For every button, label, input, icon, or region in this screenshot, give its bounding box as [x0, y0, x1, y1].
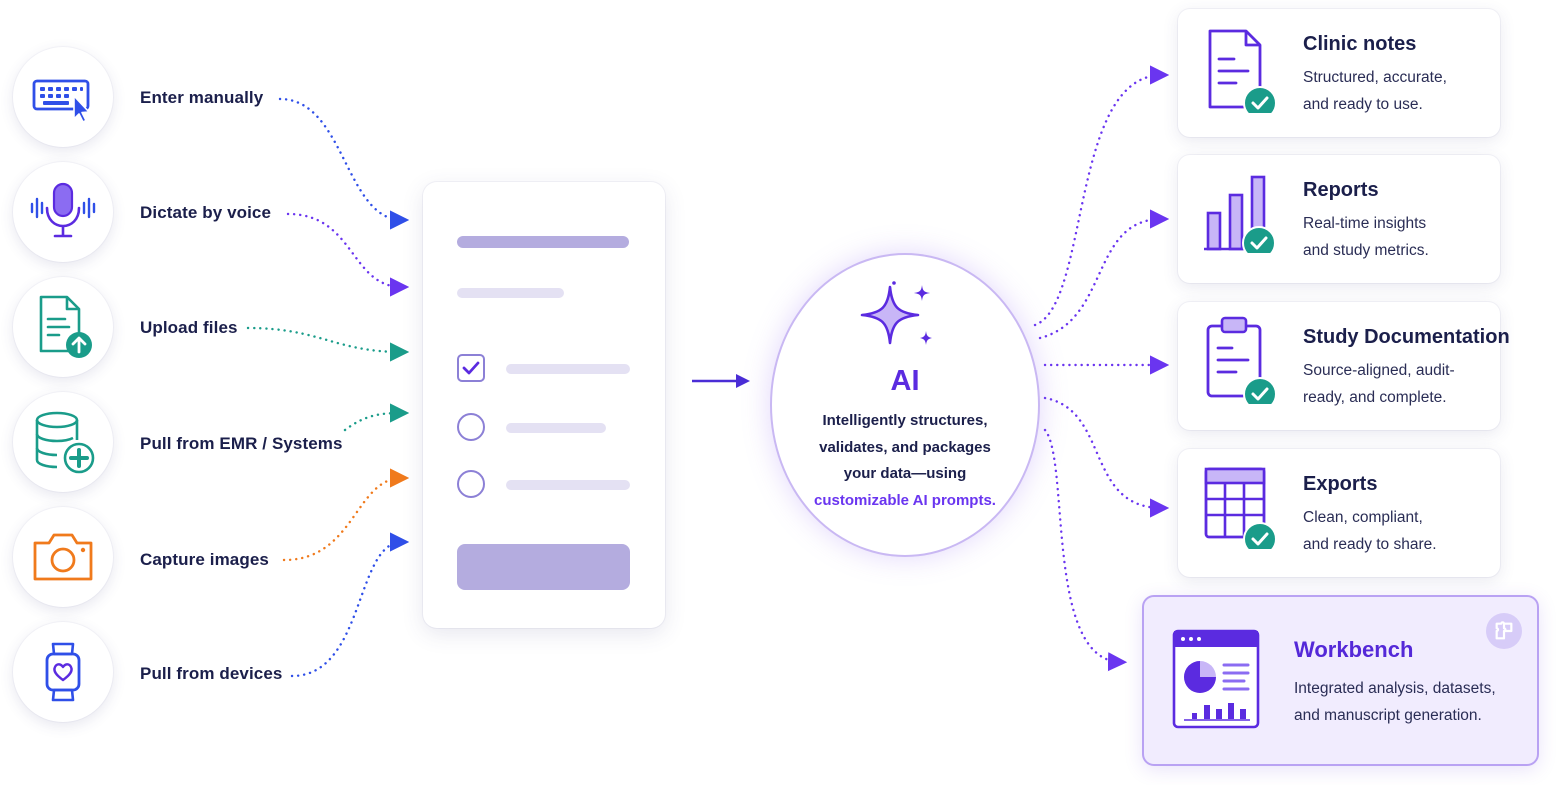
clipboard-check-icon	[1206, 316, 1277, 404]
output-exports: Exports Clean, compliant, and ready to s…	[1178, 449, 1500, 577]
output-clinic-notes: Clinic notes Structured, accurate, and r…	[1178, 9, 1500, 137]
form-option-bar-1	[506, 364, 630, 374]
input-capture-images	[13, 507, 113, 607]
input-label-pull-emr: Pull from EMR / Systems	[140, 434, 343, 453]
output-workbench: Workbench Integrated analysis, datasets,…	[1142, 595, 1539, 766]
ai-description-highlight: customizable AI prompts.	[814, 491, 996, 509]
output-reports: Reports Real-time insights and study met…	[1178, 155, 1500, 283]
input-pull-emr	[13, 392, 113, 492]
smartwatch-heart-icon	[45, 642, 81, 702]
input-enter-manually	[13, 47, 113, 147]
database-plus-icon	[35, 411, 95, 474]
input-label-pull-devices: Pull from devices	[140, 664, 283, 683]
input-label-upload-files: Upload files	[140, 318, 238, 337]
input-label-capture-images: Capture images	[140, 550, 269, 569]
connector-devices	[290, 532, 410, 678]
connector-reports	[1038, 209, 1170, 340]
output-description: Structured, accurate, and ready to use.	[1303, 69, 1447, 113]
connector-emr	[343, 403, 410, 432]
camera-icon	[33, 533, 93, 581]
output-title: Clinic notes	[1303, 33, 1417, 55]
form-submit-bar	[457, 544, 630, 590]
input-label-enter-manually: Enter manually	[140, 88, 264, 107]
input-pull-devices	[13, 622, 113, 722]
connector-enter-manually	[278, 97, 410, 230]
workbench-description: Integrated analysis, datasets, and manus…	[1294, 680, 1496, 724]
microphone-icon	[30, 182, 96, 238]
output-title: Reports	[1303, 179, 1379, 201]
output-title: Study Documentation	[1303, 326, 1510, 348]
form-card	[423, 182, 665, 628]
connector-dictate	[286, 212, 410, 297]
form-radio-2	[457, 470, 485, 498]
bar-chart-check-icon	[1204, 175, 1276, 253]
table-check-icon	[1204, 467, 1277, 549]
form-to-ai-arrowhead	[736, 374, 750, 388]
output-study-documentation: Study Documentation Source-aligned, audi…	[1178, 302, 1510, 430]
check-icon	[462, 361, 480, 375]
ai-description: Intelligently structures, validates, and…	[772, 408, 1038, 514]
ai-engine: AI Intelligently structures, validates, …	[770, 253, 1040, 557]
output-description: Source-aligned, audit- ready, and comple…	[1303, 362, 1455, 406]
workbench-title: Workbench	[1294, 637, 1414, 662]
form-radio-1	[457, 413, 485, 441]
form-checkbox-checked	[457, 354, 485, 382]
connector-exports	[1043, 396, 1170, 518]
connector-upload	[246, 326, 410, 362]
form-header-bar	[457, 236, 629, 248]
puzzle-icon	[1495, 621, 1513, 640]
input-label-dictate-voice: Dictate by voice	[140, 203, 272, 222]
dashboard-window-icon	[1172, 629, 1260, 729]
input-upload-files	[13, 277, 113, 377]
connector-capture	[282, 468, 410, 562]
form-option-bar-2	[506, 423, 606, 433]
input-dictate-voice	[13, 162, 113, 262]
file-upload-icon	[39, 295, 92, 358]
form-subheader-bar	[457, 288, 564, 298]
output-description: Real-time insights and study metrics.	[1303, 215, 1429, 259]
workbench-badge	[1486, 613, 1522, 649]
output-title: Exports	[1303, 473, 1378, 495]
document-check-icon	[1208, 29, 1277, 113]
form-option-bar-3	[506, 480, 630, 490]
ai-title: AI	[890, 365, 920, 397]
output-description: Clean, compliant, and ready to share.	[1303, 509, 1437, 553]
keyboard-cursor-icon	[32, 79, 90, 123]
connector-clinic-notes	[1033, 65, 1170, 327]
connector-workbench	[1043, 428, 1128, 672]
sparkle-icon	[860, 281, 932, 345]
